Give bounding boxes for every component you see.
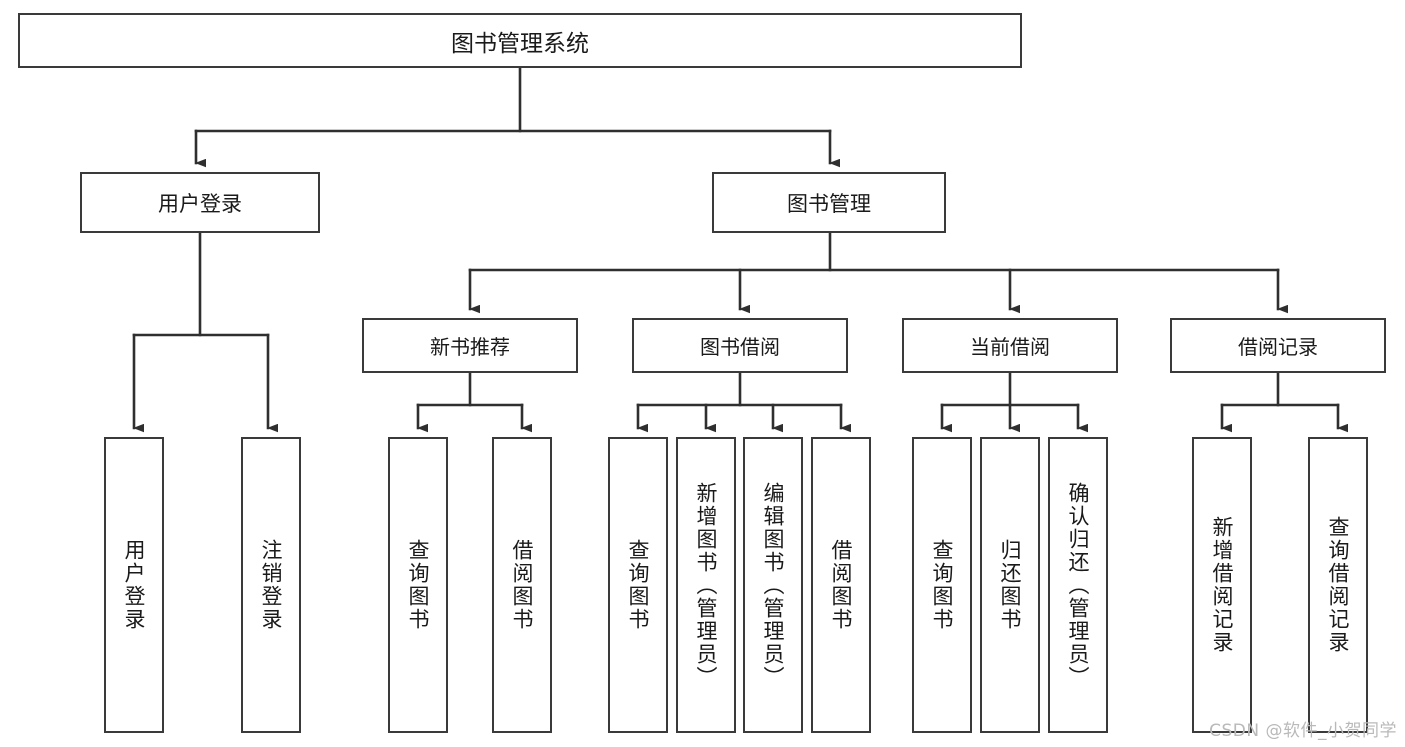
node-leaf-query-book-new[interactable]: 查询图书 (388, 437, 448, 733)
node-label: 注销登录 (259, 539, 284, 631)
node-label: 当前借阅 (970, 335, 1050, 359)
node-leaf-confirm-return-admin[interactable]: 确认归还（管理员） (1048, 437, 1108, 733)
node-leaf-add-book-admin[interactable]: 新增图书（管理员） (676, 437, 736, 733)
node-current-borrow[interactable]: 当前借阅 (902, 318, 1118, 373)
node-label: 借阅图书 (829, 539, 854, 631)
node-label: 编辑图书（管理员） (761, 481, 786, 689)
node-label: 归还图书 (998, 539, 1023, 631)
node-label: 查询图书 (406, 539, 431, 631)
node-borrow-record[interactable]: 借阅记录 (1170, 318, 1386, 373)
node-book-borrow[interactable]: 图书借阅 (632, 318, 848, 373)
node-leaf-logout[interactable]: 注销登录 (241, 437, 301, 733)
node-leaf-return-book[interactable]: 归还图书 (980, 437, 1040, 733)
node-label: 图书管理 (787, 191, 871, 216)
node-label: 新增图书（管理员） (694, 481, 719, 689)
node-label: 查询图书 (930, 539, 955, 631)
node-user-login[interactable]: 用户登录 (80, 172, 320, 233)
node-new-book-recommend[interactable]: 新书推荐 (362, 318, 578, 373)
node-leaf-query-book-borrow[interactable]: 查询图书 (608, 437, 668, 733)
node-leaf-query-book-current[interactable]: 查询图书 (912, 437, 972, 733)
node-root-system[interactable]: 图书管理系统 (18, 13, 1022, 68)
node-label: 借阅图书 (510, 539, 535, 631)
node-leaf-user-login[interactable]: 用户登录 (104, 437, 164, 733)
node-label: 查询图书 (626, 539, 651, 631)
node-label: 新书推荐 (430, 335, 510, 359)
node-label: 用户登录 (122, 539, 147, 631)
node-leaf-borrow-book-new[interactable]: 借阅图书 (492, 437, 552, 733)
node-label: 确认归还（管理员） (1066, 481, 1091, 689)
node-leaf-query-borrow-record[interactable]: 查询借阅记录 (1308, 437, 1368, 733)
node-leaf-add-borrow-record[interactable]: 新增借阅记录 (1192, 437, 1252, 733)
node-label: 新增借阅记录 (1210, 516, 1235, 654)
node-label: 借阅记录 (1238, 335, 1318, 359)
node-label: 图书借阅 (700, 335, 780, 359)
node-leaf-edit-book-admin[interactable]: 编辑图书（管理员） (743, 437, 803, 733)
node-label: 用户登录 (158, 191, 242, 216)
node-book-management[interactable]: 图书管理 (712, 172, 946, 233)
node-label: 查询借阅记录 (1326, 516, 1351, 654)
node-label: 图书管理系统 (451, 30, 589, 57)
node-leaf-borrow-book[interactable]: 借阅图书 (811, 437, 871, 733)
